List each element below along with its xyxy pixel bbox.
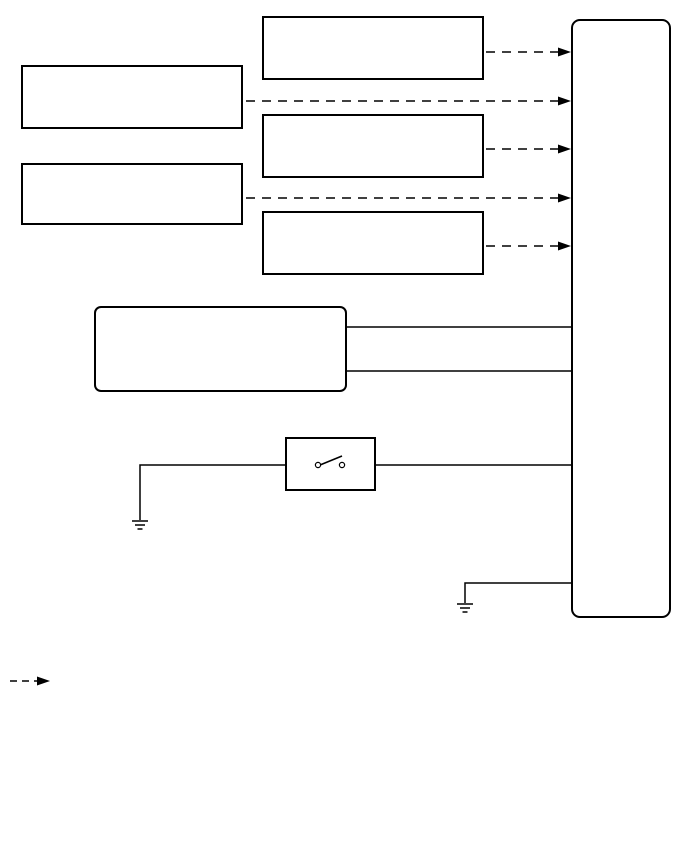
signal-line-5: [486, 241, 571, 251]
arrowhead-icon: [558, 47, 571, 57]
ground-symbol-icon: [132, 520, 148, 530]
top-center-box-3: [262, 211, 484, 275]
switch-ground-wire: [139, 464, 286, 520]
ground-symbol-icon: [457, 603, 473, 613]
signal-line-3: [486, 144, 571, 154]
top-center-box-1: [262, 16, 484, 80]
left-box-2: [21, 163, 243, 225]
right-unit-box: [571, 19, 671, 618]
switch-box: [285, 437, 376, 491]
center-module-box: [94, 306, 347, 392]
signal-line-4: [246, 193, 571, 203]
arrowhead-icon: [37, 676, 50, 686]
open-switch-icon: [314, 455, 346, 469]
arrowhead-icon: [558, 96, 571, 106]
arrowhead-icon: [558, 241, 571, 251]
top-center-box-2: [262, 114, 484, 178]
left-box-1: [21, 65, 243, 129]
signal-line-1: [486, 47, 571, 57]
arrowhead-icon: [558, 144, 571, 154]
arrowhead-icon: [558, 193, 571, 203]
unit-ground-wire: [464, 582, 572, 603]
signal-line-2: [246, 96, 571, 106]
legend-dashed-arrow: [10, 676, 50, 686]
